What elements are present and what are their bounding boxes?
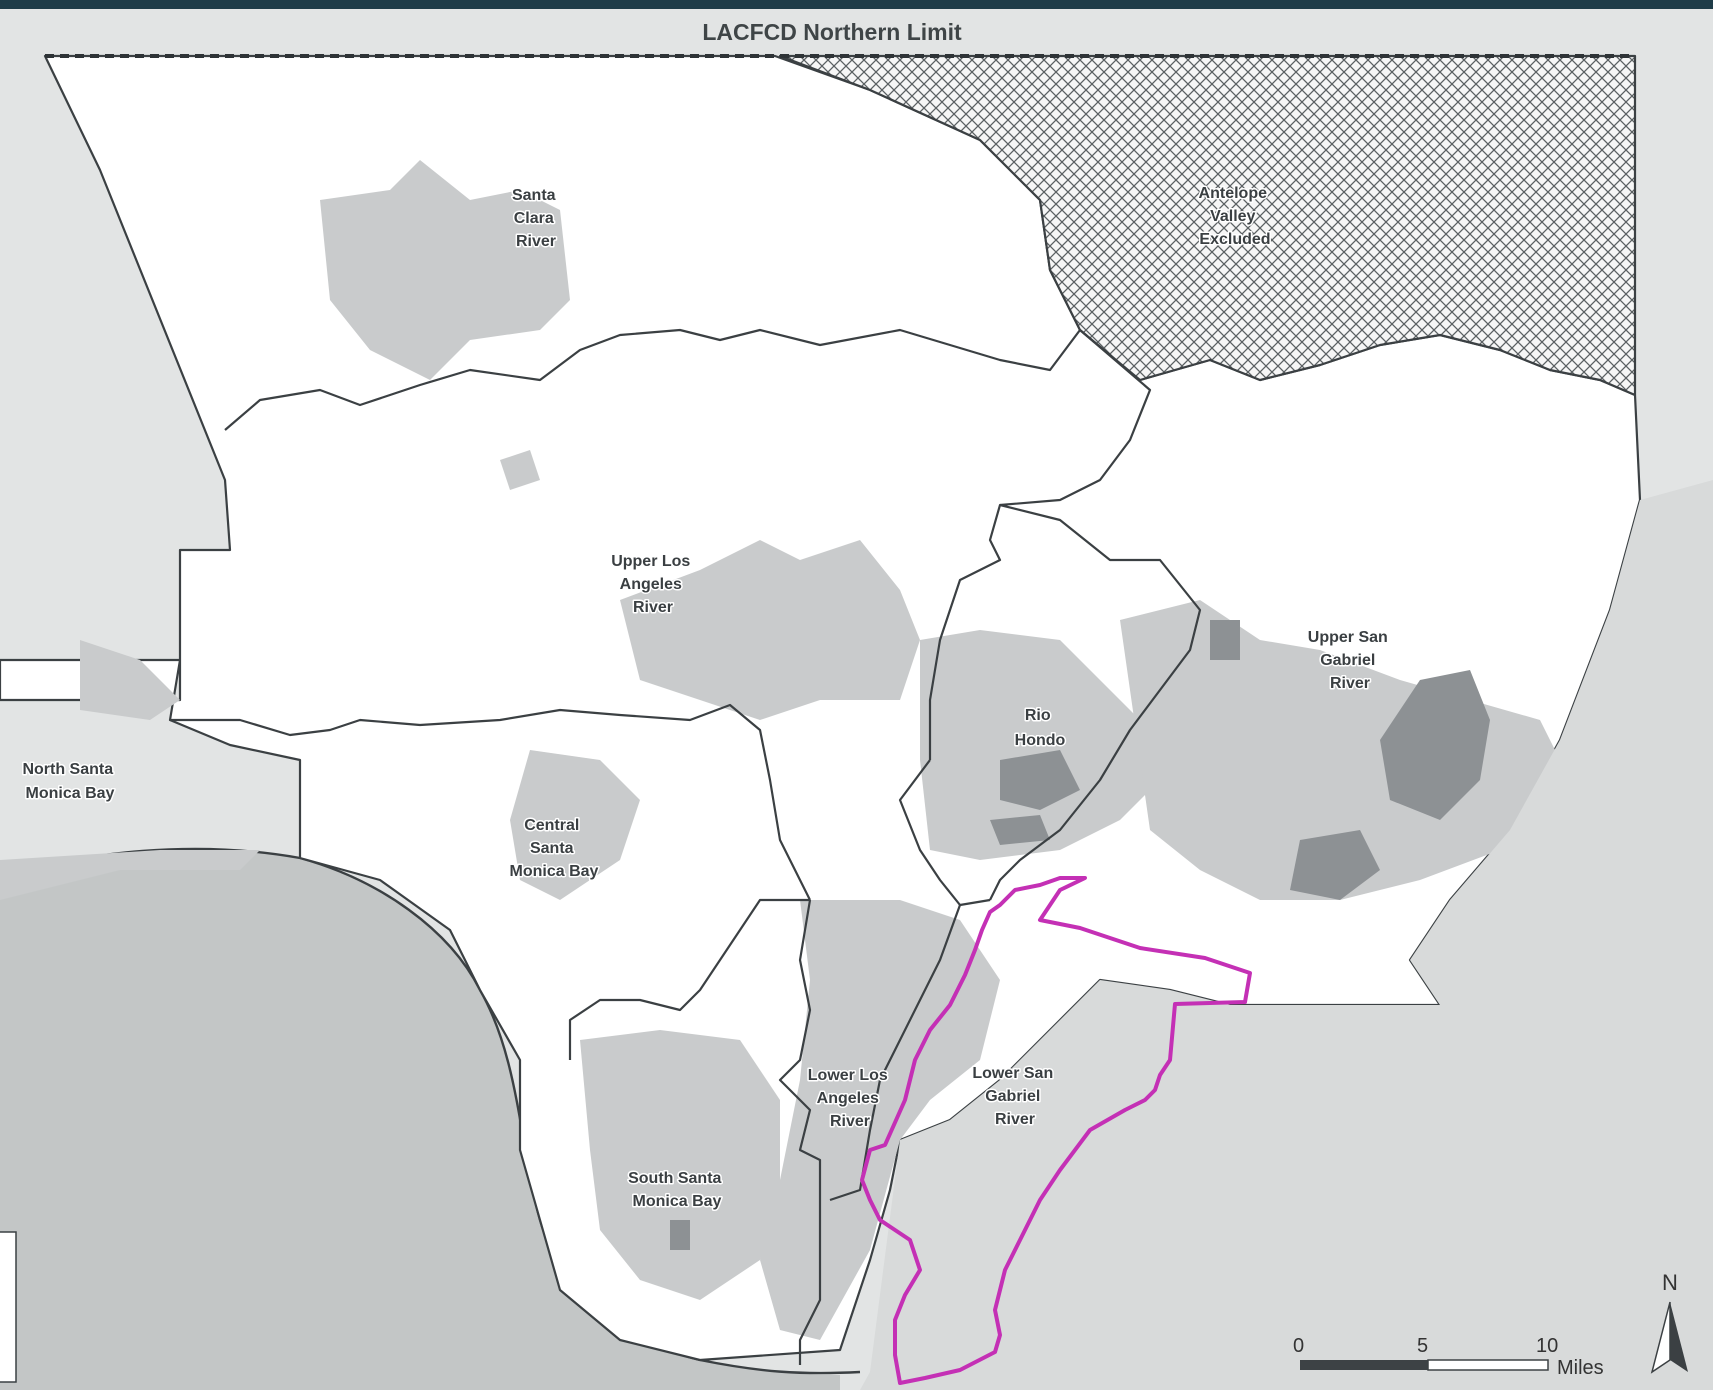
label-line: Lower San [972, 1065, 1053, 1082]
scale-tick-5: 5 [1417, 1335, 1428, 1357]
label-line: Monica Bay [633, 1193, 722, 1210]
ocean [0, 849, 840, 1390]
label-line: River [995, 1111, 1035, 1128]
antelope-valley-excluded-area [778, 54, 1637, 397]
label-line: Angeles [620, 576, 682, 593]
label-line: River [830, 1113, 870, 1130]
northern-limit-label: LACFCD Northern Limit [702, 19, 962, 45]
label-line: Valley [1210, 208, 1255, 225]
scale-bar: 0 5 10 Miles [1293, 1335, 1604, 1379]
label-line: Hondo [1015, 732, 1066, 749]
label-line: River [633, 599, 673, 616]
label-lower-los-angeles-river: Lower Los Angeles River [808, 1067, 892, 1130]
label-line: Santa [530, 840, 574, 857]
label-line: Clara [514, 210, 554, 227]
label-line: Central [524, 817, 579, 834]
label-line: River [1330, 675, 1370, 692]
label-upper-san-gabriel-river: Upper San Gabriel River [1308, 629, 1392, 692]
scale-tick-10: 10 [1536, 1335, 1558, 1357]
scale-tick-0: 0 [1293, 1335, 1304, 1357]
label-central-santa-monica-bay: Central Santa Monica Bay [510, 817, 599, 880]
legend-box-edge [0, 1231, 17, 1383]
label-line: Gabriel [985, 1088, 1040, 1105]
label-rio-hondo: Rio Hondo [1015, 707, 1066, 749]
label-line: Upper Los [611, 553, 690, 570]
label-santa-clara-river: Santa Clara River [512, 187, 560, 250]
north-arrow-icon-half [1650, 1301, 1671, 1374]
label-upper-los-angeles-river: Upper Los Angeles River [611, 553, 695, 616]
label-line: Santa [512, 187, 556, 204]
label-line: River [516, 233, 556, 250]
label-south-santa-monica-bay: South Santa Monica Bay [628, 1170, 726, 1210]
watershed-labels: Santa Clara River Antelope Valley Exclud… [21, 184, 1392, 1212]
label-north-santa-monica-bay: North Santa Monica Bay [22, 761, 117, 802]
scale-bar-segment-dark [1300, 1360, 1428, 1370]
label-line: Monica Bay [26, 785, 115, 802]
label-line: Lower Los [808, 1067, 888, 1084]
label-line: Angeles [817, 1090, 879, 1107]
header-strip [0, 0, 1713, 9]
label-antelope-valley-excluded: Antelope Valley Excluded [1199, 185, 1272, 248]
scale-bar-segment-light [1427, 1359, 1549, 1371]
label-line: Rio [1025, 707, 1051, 724]
label-line: Monica Bay [510, 863, 599, 880]
label-lower-san-gabriel-river: Lower San Gabriel River [972, 1065, 1057, 1128]
north-label: N [1662, 1270, 1678, 1295]
label-line: Gabriel [1320, 652, 1375, 669]
lower-san-gabriel-river-highlight [860, 876, 1252, 1385]
scale-unit: Miles [1557, 1357, 1604, 1379]
north-arrow-icon [1670, 1302, 1688, 1372]
label-line: Excluded [1199, 231, 1270, 248]
label-line: South Santa [628, 1170, 721, 1187]
label-line: Upper San [1308, 629, 1388, 646]
watershed-boundaries [170, 328, 1202, 1365]
label-line: Antelope [1199, 185, 1268, 202]
outside-district-east [860, 480, 1713, 1390]
label-line: North Santa [22, 761, 113, 778]
north-arrow: N [1650, 1270, 1688, 1374]
